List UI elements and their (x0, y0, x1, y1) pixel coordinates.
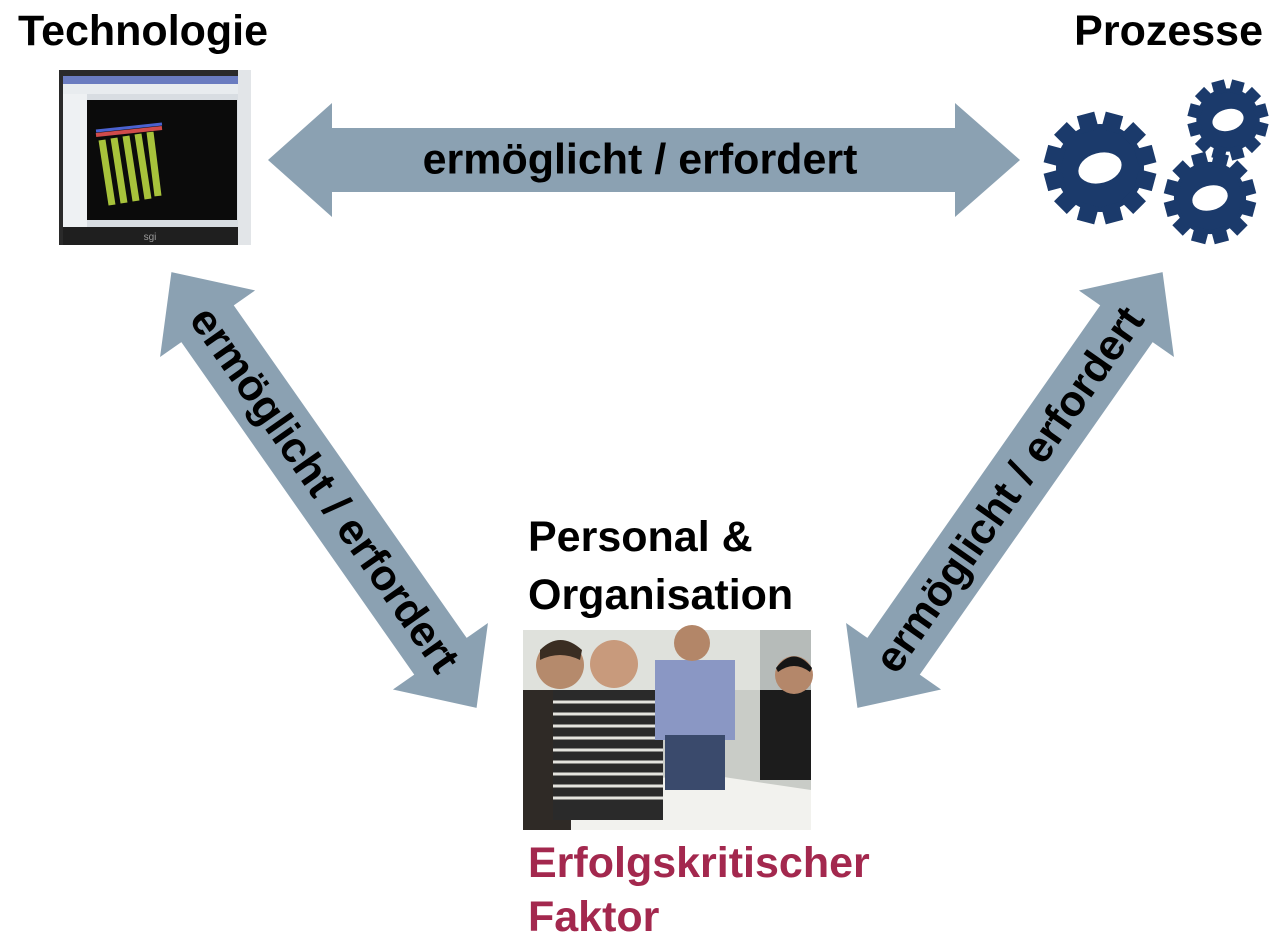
arrow-technology-processes (268, 103, 1020, 217)
node-processes-label: Prozesse (1074, 7, 1263, 55)
arrow-top-label: ermöglicht / erfordert (422, 135, 858, 184)
team-photo (523, 625, 813, 830)
monitor-brand-label: sgi (144, 232, 157, 243)
node-technology-label: Technologie (18, 7, 269, 55)
node-personnel-line1: Personal & (528, 513, 753, 561)
critical-factor-line2: Faktor (528, 893, 660, 941)
critical-factor-line1: Erfolgskritischer (528, 839, 870, 887)
gears-icon (1031, 70, 1277, 255)
arrow-technology-personnel (160, 272, 488, 708)
arrow-personnel-processes (846, 272, 1174, 708)
node-personnel-line2: Organisation (528, 571, 794, 619)
critical-factor-label: Erfolgskritischer Faktor (528, 836, 870, 944)
monitor-image: sgi (59, 70, 251, 245)
node-personnel-label: Personal & Organisation (528, 508, 793, 624)
